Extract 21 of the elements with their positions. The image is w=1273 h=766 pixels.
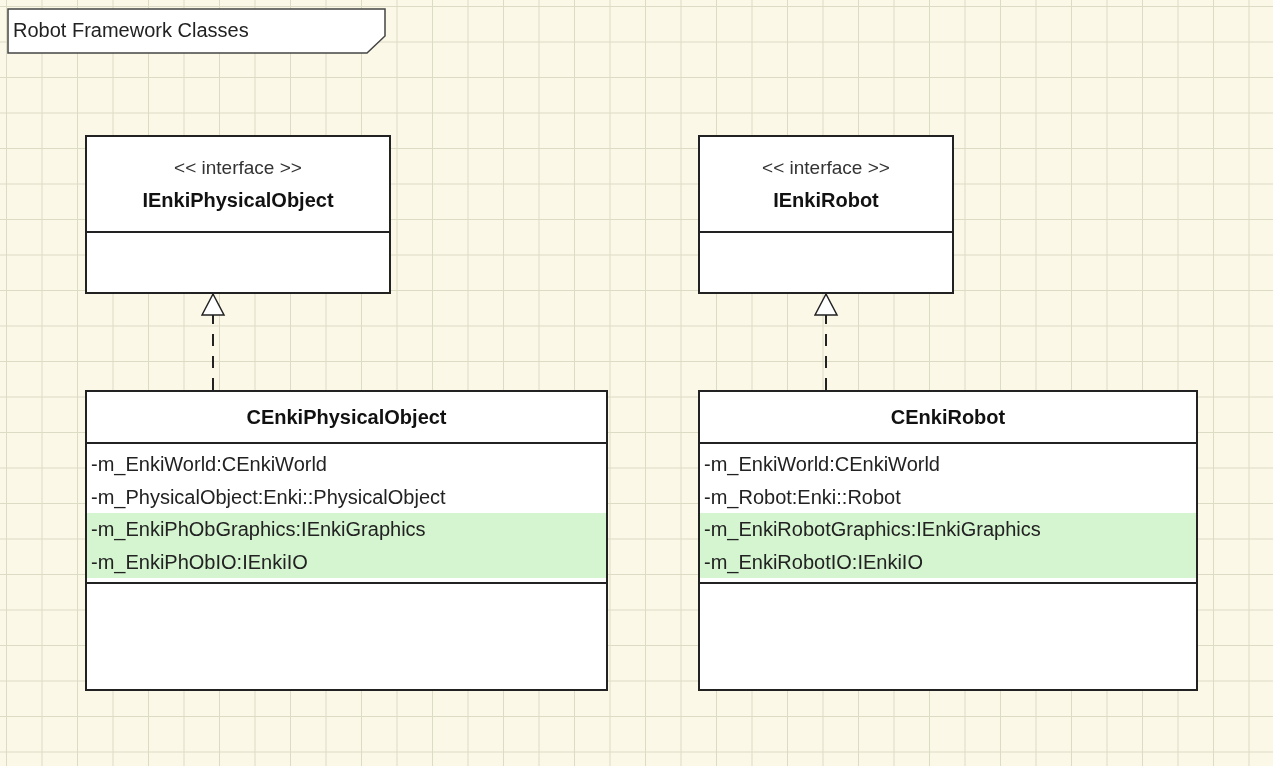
frame-title: Robot Framework Classes: [13, 19, 249, 42]
attribute-row-text: -m_EnkiWorld:CEnkiWorld: [703, 452, 941, 478]
class-name: CEnkiRobot: [890, 405, 1006, 429]
stereotype-label: << interface >>: [174, 156, 302, 179]
realization-arrow: [814, 293, 838, 391]
interface-box: [698, 135, 954, 294]
class-name: CEnkiPhysicalObject: [246, 405, 447, 429]
stereotype-label: << interface >>: [762, 156, 890, 179]
attribute-row-text: -m_Robot:Enki::Robot: [703, 484, 902, 511]
interface-name: IEnkiPhysicalObject: [142, 188, 334, 212]
attribute-row: -m_EnkiPhObGraphics:IEnkiGraphics: [87, 513, 606, 546]
realization-arrow: [201, 293, 225, 391]
attribute-row: -m_EnkiRobotGraphics:IEnkiGraphics: [700, 513, 1196, 546]
class-box: [85, 390, 608, 691]
interface-name: IEnkiRobot: [773, 188, 879, 212]
interface-box: [85, 135, 391, 294]
attribute-row-text: -m_EnkiWorld:CEnkiWorld: [90, 452, 328, 478]
attribute-row-text: -m_PhysicalObject:Enki::PhysicalObject: [90, 484, 447, 511]
attribute-row: -m_EnkiRobotIO:IEnkiIO: [700, 545, 1196, 578]
class-box: [698, 390, 1198, 691]
attribute-row: -m_EnkiPhObIO:IEnkiIO: [87, 545, 606, 578]
